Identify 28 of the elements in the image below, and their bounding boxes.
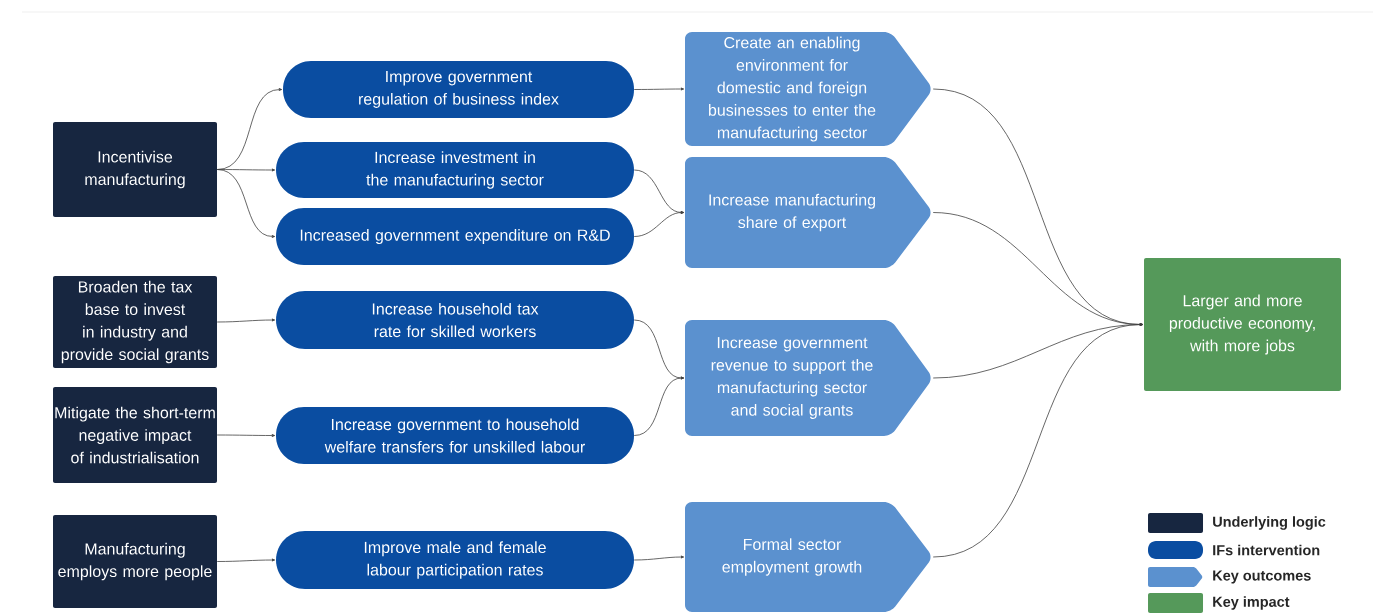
- outcome-pentagon: Increase manufacturing share of export: [685, 157, 931, 268]
- intervention-pill: Increase investment in the manufacturing sector: [276, 142, 634, 198]
- arrow: [633, 87, 685, 91]
- intervention-pill: Increase household tax rate for skilled workers: [276, 291, 634, 349]
- outcome-pentagon: Create an enabling environment for domestic and foreign businesses to enter the manufacturing sector: [685, 32, 931, 146]
- arrow: [216, 318, 276, 323]
- legend-label: Key outcomes: [1213, 570, 1311, 584]
- intervention-pill: Improve male and female labour participation rates: [276, 531, 634, 589]
- legend-label: Key impact: [1213, 596, 1290, 610]
- legend-label: IFs intervention: [1213, 544, 1320, 556]
- arrow: [633, 376, 685, 436]
- arrow: [216, 169, 276, 238]
- intervention-pill: Increase government to household welfare transfers for unskilled labour: [276, 407, 634, 464]
- logic-box: Manufacturing employs more people: [53, 515, 217, 608]
- logic-box: Mitigate the short-term negative impact of industrialisation: [53, 387, 217, 483]
- arrow: [633, 555, 685, 561]
- legend-label: Underlying logic: [1213, 516, 1326, 530]
- outcome-pentagon: Formal sector employment growth: [685, 502, 931, 612]
- intervention-pill: Increased government expenditure on R&D: [276, 208, 634, 265]
- arrow: [633, 211, 685, 237]
- arrow: [216, 558, 276, 562]
- outcome-pentagon: Increase government revenue to support the manufacturing sector and social grants: [685, 320, 931, 436]
- arrow: [932, 323, 1144, 558]
- impact-box: Larger and more productive economy, with more jobs: [1144, 258, 1341, 391]
- logic-box: Broaden the tax base to invest in industry and provide social grants: [53, 276, 217, 368]
- intervention-pill: Improve government regulation of business index: [283, 61, 634, 118]
- arrow: [216, 434, 276, 437]
- logic-box: Incentivise manufacturing: [53, 122, 217, 217]
